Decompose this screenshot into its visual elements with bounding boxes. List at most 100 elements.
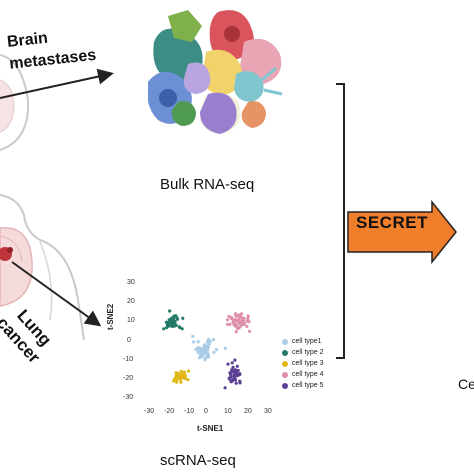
x-tick-label: 0 (204, 408, 208, 415)
point-cell-type-2 (166, 321, 170, 325)
point-cell-type-2 (180, 327, 184, 331)
point-cell-type1 (202, 343, 206, 347)
point-cell-type-5 (233, 358, 237, 362)
point-cell-type-5 (230, 368, 234, 372)
point-cell-type-5 (234, 381, 238, 385)
point-cell-type-4 (231, 318, 236, 322)
point-cell-type-5 (228, 377, 232, 381)
secret-arrow (347, 199, 457, 265)
lung-shape (0, 227, 33, 307)
y-tick-label: 30 (127, 279, 135, 286)
point-cell-type1 (203, 356, 208, 360)
body-illustration (0, 54, 85, 341)
point-cell-type-2 (167, 318, 171, 322)
legend-swatch (282, 360, 288, 367)
legend-label: cell type1 (292, 338, 322, 345)
point-cell-type-4 (246, 314, 250, 318)
point-cell-type1 (196, 350, 200, 354)
point-cell-type-4 (237, 321, 241, 325)
point-cell-type1 (208, 339, 212, 343)
point-cell-type1 (191, 334, 195, 338)
y-tick-label: -20 (123, 374, 134, 382)
x-tick-label: -30 (144, 408, 155, 415)
point-cell-type-4 (234, 323, 238, 327)
point-cell-type-3 (183, 377, 187, 381)
secret-method-label: SECRET (356, 213, 428, 232)
legend-swatch (282, 349, 288, 356)
point-cell-type-4 (247, 320, 251, 324)
x-tick-label: 30 (264, 408, 272, 415)
point-cell-type-3 (177, 374, 181, 378)
point-cell-type-3 (186, 378, 190, 382)
point-cell-type-4 (239, 312, 244, 316)
point-cell-type-5 (226, 362, 230, 366)
tumor-spot (7, 247, 13, 253)
point-cell-type-3 (186, 369, 191, 373)
point-cell-type-4 (245, 324, 249, 328)
legend-item: cell type 3 (282, 360, 324, 367)
point-cell-type-5 (233, 368, 237, 372)
point-cell-type-5 (232, 374, 236, 378)
point-cell-type-2 (181, 316, 185, 320)
orange-cell (241, 101, 266, 128)
point-cell-type-5 (231, 365, 235, 369)
point-cell-type1 (197, 356, 202, 360)
point-cell-type1 (212, 350, 216, 354)
point-cell-type-2 (166, 324, 170, 328)
merge-bracket (336, 83, 345, 359)
point-cell-type-4 (246, 316, 250, 320)
point-cell-type-2 (171, 322, 175, 327)
head-inner (0, 79, 15, 133)
yellow-cell (202, 49, 243, 95)
x-axis-title: t-SNE1 (197, 424, 224, 433)
legend-item: cell type1 (282, 338, 322, 345)
torso-line (39, 241, 53, 321)
point-cell-type-2 (174, 314, 178, 318)
point-cell-type-5 (235, 371, 239, 375)
x-tick-label: 10 (224, 408, 232, 415)
legend-label: cell type 4 (292, 371, 324, 378)
lung-lobe (0, 235, 23, 263)
legend-swatch (282, 338, 288, 345)
point-cell-type-4 (225, 322, 230, 326)
point-cell-type1 (214, 347, 219, 352)
green-cell (168, 10, 202, 42)
legend-item: cell type 2 (282, 349, 324, 356)
point-cell-type-3 (179, 380, 183, 384)
legend-label: cell type 5 (292, 382, 324, 389)
point-cell-type1 (204, 351, 208, 355)
y-tick-label: 0 (127, 336, 131, 344)
point-cell-type1 (206, 346, 210, 350)
x-tick-label: 20 (244, 408, 252, 415)
y-tick-label: 20 (127, 298, 135, 306)
point-cell-type-5 (236, 368, 240, 373)
point-cell-type1 (207, 355, 211, 359)
point-cell-type1 (205, 340, 210, 344)
point-cell-type1 (196, 340, 200, 344)
legend-item: cell type 5 (282, 382, 324, 389)
point-cell-type-2 (175, 317, 180, 321)
cropped-output-label: Ce (458, 376, 474, 392)
point-cell-type1 (200, 351, 204, 355)
y-tick-label: -10 (123, 355, 134, 363)
lavender-cell (183, 62, 211, 94)
point-cell-type1 (192, 340, 196, 344)
point-cell-type-3 (172, 379, 176, 383)
purple-cell (200, 92, 237, 134)
x-tick-label: -10 (184, 408, 195, 415)
head-outline (0, 54, 30, 151)
y-tick-label: 10 (127, 317, 135, 325)
point-cell-type-4 (240, 317, 245, 321)
x-tick-label: -20 (164, 408, 175, 415)
y-axis-title: t-SNE2 (106, 303, 115, 330)
bulk-rna-seq-label: Bulk RNA-seq (160, 176, 255, 193)
point-cell-type1 (207, 342, 211, 346)
y-tick-label: -30 (123, 394, 134, 401)
point-cell-type1 (195, 347, 200, 351)
point-cell-type-5 (230, 361, 234, 365)
point-cell-type-4 (235, 326, 240, 331)
legend-item: cell type 4 (282, 371, 324, 378)
point-cell-type1 (201, 347, 206, 351)
